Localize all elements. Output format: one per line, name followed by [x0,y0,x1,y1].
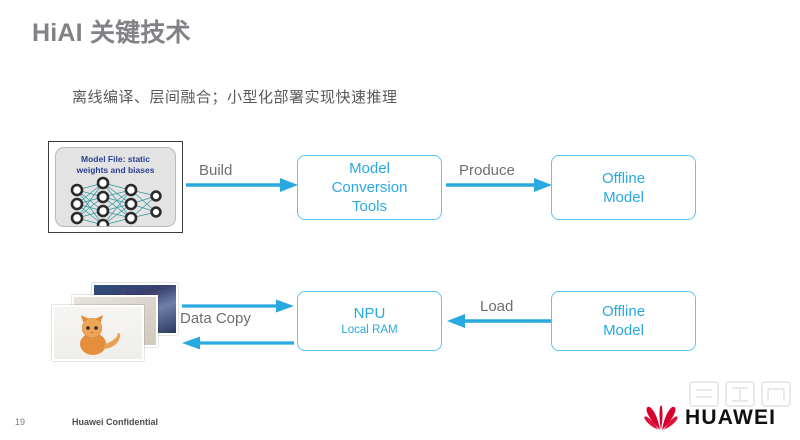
photo-front [52,305,144,361]
arrow-data-copy-forward-icon [182,299,294,313]
model-file-inner-panel: Model File: static weights and biases [55,147,176,227]
box-offline-top-line1: Offline [601,169,646,187]
label-produce: Produce [459,162,515,179]
huawei-flower-icon [644,405,678,430]
arrow-data-copy-return-icon [182,336,294,350]
image-stack [52,283,182,361]
box-mct-line2: Conversion [331,179,408,196]
arrow-produce-icon [446,178,552,192]
box-offline-top-line2: Model [603,188,644,206]
zhidongxi-watermark-icon [689,381,791,407]
box-mct-line1: Model [349,160,390,177]
box-model-conversion-tools[interactable]: Model Conversion Tools [297,155,442,220]
orange-kitten-photo-icon [80,315,121,355]
model-file-caption: Model File: static weights and biases [56,154,175,176]
huawei-logo: HUAWEI [644,405,776,431]
box-offline-bottom-line2: Model [603,322,644,339]
slide-subtitle: 离线编译、层间融合；小型化部署实现快速推理 [72,89,398,106]
box-offline-model-bottom[interactable]: Offline Model [551,291,696,351]
label-build: Build [199,162,233,179]
label-load: Load [480,298,514,315]
box-npu[interactable]: NPU Local RAM [297,291,442,351]
box-npu-line1: NPU [353,305,386,322]
page-title: HiAI 关键技术 [32,19,191,47]
box-npu-line2: Local RAM [341,324,398,336]
model-file-caption-line2: weights and biases [76,165,155,175]
arrow-build-icon [186,178,298,192]
model-file-image: Model File: static weights and biases [48,141,183,233]
box-offline-bottom-line1: Offline [601,303,646,320]
box-mct-line3: Tools [351,198,388,215]
photo-front-content [54,307,142,359]
confidential-notice: Huawei Confidential [72,417,159,427]
page-number: 19 [15,417,26,427]
neural-network-icon [70,176,162,226]
label-data-copy: Data Copy [180,310,251,327]
model-file-caption-line1: Model File: static [81,154,150,164]
huawei-wordmark: HUAWEI [685,406,777,429]
arrow-load-icon [447,314,551,328]
box-offline-model-top[interactable]: Offline Model [551,155,696,220]
